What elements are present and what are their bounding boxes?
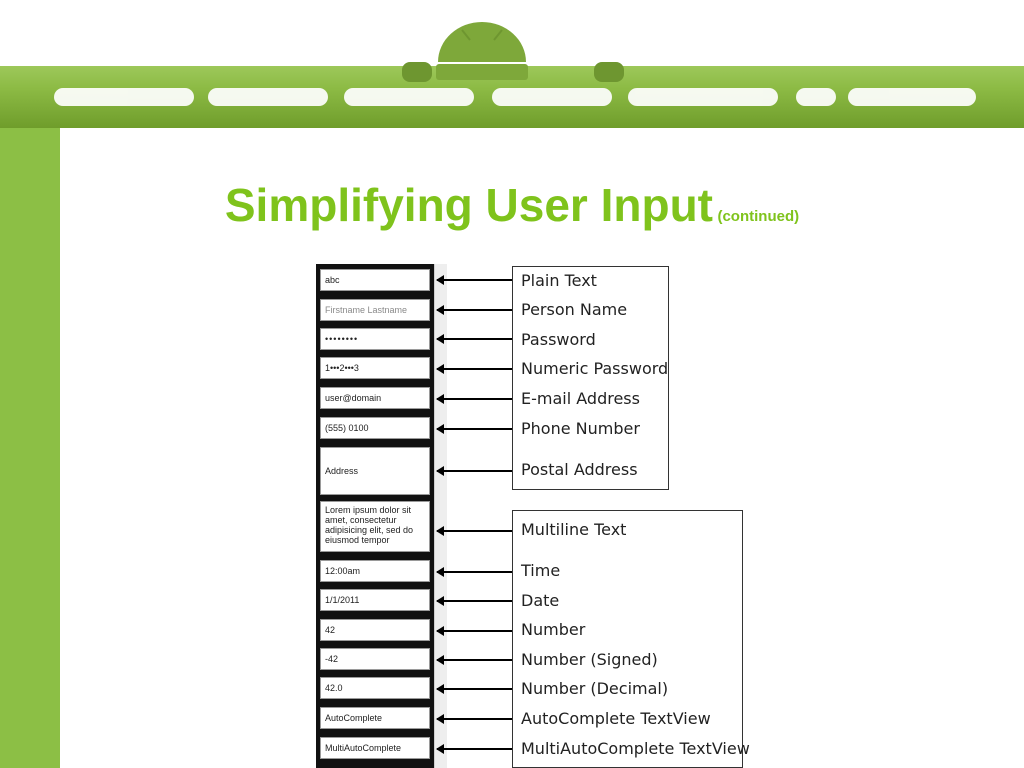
arrow <box>436 684 512 694</box>
label-time: Time <box>521 561 561 580</box>
arrow <box>436 394 512 404</box>
edittext-email: user@domain <box>320 387 430 409</box>
android-robot-head <box>438 22 526 62</box>
arrow <box>436 334 512 344</box>
arrow <box>436 626 512 636</box>
edittext-multiautocomplete: MultiAutoComplete <box>320 737 430 759</box>
arrow <box>436 655 512 665</box>
label-date: Date <box>521 591 560 610</box>
input-types-figure: abc Firstname Lastname •••••••• 1•••2•••… <box>316 264 756 768</box>
edittext-time: 12:00am <box>320 560 430 582</box>
edittext-numeric-password: 1•••2•••3 <box>320 357 430 379</box>
label-multiline-text: Multiline Text <box>521 520 627 539</box>
label-box-single-line <box>512 266 669 490</box>
title-main: Simplifying User Input <box>224 179 714 231</box>
arrow <box>436 744 512 754</box>
label-box-multi <box>512 510 743 768</box>
edittext-plain-text: abc <box>320 269 430 291</box>
label-password: Password <box>521 330 596 349</box>
android-logo <box>54 22 976 106</box>
edittext-multiline: Lorem ipsum dolor sit amet, consectetur … <box>320 501 430 552</box>
arrow <box>436 714 512 724</box>
edittext-number: 42 <box>320 619 430 641</box>
label-number: Number <box>521 620 586 639</box>
header-banner <box>0 0 1024 130</box>
arrow <box>436 596 512 606</box>
arrow <box>436 466 512 476</box>
arrow <box>436 526 512 536</box>
edittext-postal-address: Address <box>320 447 430 495</box>
label-multiautocomplete-textview: MultiAutoComplete TextView <box>521 739 750 758</box>
label-postal-address: Postal Address <box>521 460 638 479</box>
edittext-phone: (555) 0100 <box>320 417 430 439</box>
scrollbar <box>434 264 447 768</box>
arrow <box>436 275 512 285</box>
label-email-address: E-mail Address <box>521 389 640 408</box>
edittext-number-decimal: 42.0 <box>320 677 430 699</box>
arrow <box>436 364 512 374</box>
slide-title: Simplifying User Input (continued) <box>0 178 1024 232</box>
title-subtitle: (continued) <box>717 208 800 225</box>
label-phone-number: Phone Number <box>521 419 640 438</box>
label-number-signed: Number (Signed) <box>521 650 658 669</box>
arrow <box>436 305 512 315</box>
android-wordmark <box>54 88 976 106</box>
arrow <box>436 424 512 434</box>
edittext-number-signed: -42 <box>320 648 430 670</box>
edittext-password: •••••••• <box>320 328 430 350</box>
arrow <box>436 567 512 577</box>
edittext-date: 1/1/2011 <box>320 589 430 611</box>
label-numeric-password: Numeric Password <box>521 359 669 378</box>
edittext-autocomplete: AutoComplete <box>320 707 430 729</box>
label-person-name: Person Name <box>521 300 628 319</box>
left-side-bar <box>0 128 60 768</box>
edittext-person-name: Firstname Lastname <box>320 299 430 321</box>
label-number-decimal: Number (Decimal) <box>521 679 669 698</box>
label-plain-text: Plain Text <box>521 271 597 290</box>
label-autocomplete-textview: AutoComplete TextView <box>521 709 711 728</box>
